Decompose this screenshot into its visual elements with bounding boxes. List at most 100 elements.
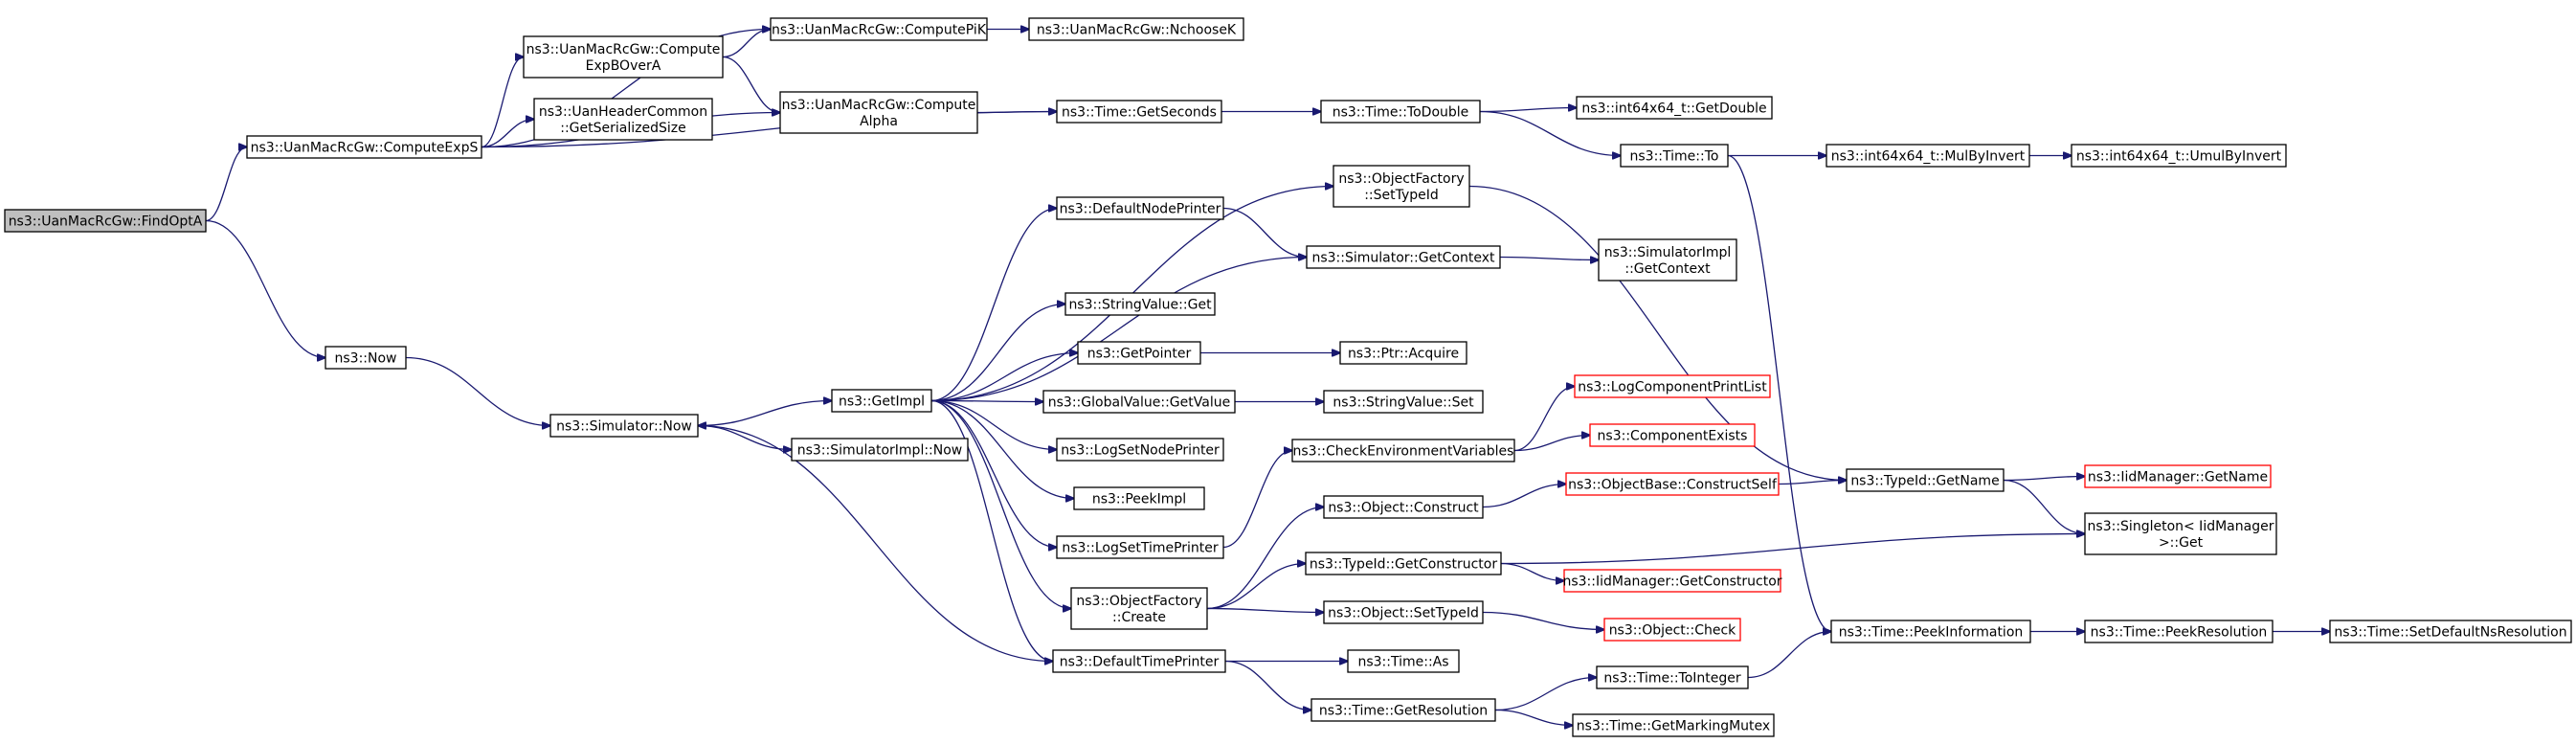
node-objectsettypeid[interactable]: ns3::Object::SetTypeId — [1323, 600, 1484, 624]
node-computepik[interactable]: ns3::UanMacRcGw::ComputePiK — [770, 17, 988, 41]
node-defaulttimeprinter[interactable]: ns3::DefaultTimePrinter — [1052, 649, 1226, 673]
node-timeto[interactable]: ns3::Time::To — [1620, 144, 1729, 168]
edge-computeexpbovera-to-computealpha — [722, 56, 780, 113]
node-computeexps[interactable]: ns3::UanMacRcGw::ComputeExpS — [246, 135, 482, 159]
node-label: ns3::ObjectBase::ConstructSelf — [1568, 478, 1778, 493]
node-peekimpl[interactable]: ns3::PeekImpl — [1073, 486, 1205, 510]
node-box — [1305, 552, 1502, 575]
node-box — [1589, 423, 1756, 447]
node-mulbyinvert[interactable]: ns3::int64x64_t::MulByInvert — [1826, 144, 2030, 168]
node-label: ns3::LogSetNodePrinter — [1061, 443, 1220, 459]
edge-typeidgetname-to-iidmanagergetname — [2003, 477, 2085, 482]
node-globalvaluegetvalue[interactable]: ns3::GlobalValue::GetValue — [1042, 390, 1236, 414]
node-simnow[interactable]: ns3::Simulator::Now — [549, 414, 699, 438]
node-box — [1056, 535, 1224, 559]
node-box — [1565, 472, 1780, 496]
node-box — [523, 35, 724, 79]
node-todouble[interactable]: ns3::Time::ToDouble — [1320, 100, 1481, 124]
edge-getimpl-to-logsetnodeprinter — [930, 399, 1057, 450]
node-findopta[interactable]: ns3::UanMacRcGw::FindOptA — [4, 209, 207, 233]
node-logsettimeprinter[interactable]: ns3::LogSetTimePrinter — [1056, 535, 1224, 559]
edge-checkenv-to-logcomponentprintlist — [1513, 387, 1575, 452]
node-label: ns3::CheckEnvironmentVariables — [1293, 444, 1514, 460]
node-getcontext[interactable]: ns3::Simulator::GetContext — [1306, 245, 1501, 269]
node-box — [1576, 96, 1773, 120]
edge-getimpl-to-defaultnodeprinter — [930, 209, 1057, 402]
node-label: ns3::PeekImpl — [1092, 492, 1186, 507]
node-label: ns3::UanMacRcGw::NchooseK — [1037, 23, 1237, 38]
node-timegetresolution[interactable]: ns3::Time::GetResolution — [1310, 698, 1496, 722]
edge-computealpha-to-getseconds — [976, 112, 1057, 113]
node-label: ns3::Time::ToInteger — [1603, 671, 1741, 687]
node-label: ::GetSerializedSize — [560, 121, 685, 136]
node-label: ns3::DefaultTimePrinter — [1060, 655, 1220, 670]
node-objectconstruct[interactable]: ns3::Object::Construct — [1323, 495, 1484, 519]
node-box — [1347, 649, 1460, 673]
node-peekresolution[interactable]: ns3::Time::PeekResolution — [2084, 620, 2274, 643]
edge-findopta-to-now — [205, 219, 325, 358]
node-box — [2084, 512, 2277, 555]
node-box — [1830, 620, 2031, 643]
node-logsetnodeprinter[interactable]: ns3::LogSetNodePrinter — [1056, 438, 1224, 462]
node-label: ns3::GetImpl — [839, 395, 925, 410]
node-typeidgetconstructor[interactable]: ns3::TypeId::GetConstructor — [1305, 552, 1502, 575]
edge-timegetresolution-to-getmarkingmutex — [1494, 709, 1573, 726]
node-checkenv[interactable]: ns3::CheckEnvironmentVariables — [1291, 439, 1515, 462]
node-label: ns3::SimulatorImpl::Now — [797, 443, 963, 459]
edge-todouble-to-getdouble — [1479, 108, 1577, 113]
node-label: ns3::Time::As — [1357, 655, 1448, 670]
node-getserializedsize[interactable]: ns3::UanHeaderCommon::GetSerializedSize — [533, 98, 713, 141]
edge-getimpl-to-defaulttimeprinter — [930, 399, 1053, 662]
node-label: ::GetContext — [1624, 261, 1711, 277]
node-componentexists[interactable]: ns3::ComponentExists — [1589, 423, 1756, 447]
edge-simnow-to-getimpl — [697, 401, 832, 427]
node-label: ::SetTypeId — [1364, 188, 1439, 203]
node-objectcheck[interactable]: ns3::Object::Check — [1603, 618, 1741, 642]
node-umulbyinvert[interactable]: ns3::int64x64_t::UmulByInvert — [2071, 144, 2287, 168]
edge-timegetresolution-to-timetointeger — [1494, 678, 1597, 711]
node-getpointer[interactable]: ns3::GetPointer — [1077, 341, 1201, 365]
node-setdefaultnsresolution[interactable]: ns3::Time::SetDefaultNsResolution — [2329, 620, 2572, 643]
node-defaultnodeprinter[interactable]: ns3::DefaultNodePrinter — [1056, 196, 1224, 220]
node-box — [1291, 439, 1515, 462]
node-constructself[interactable]: ns3::ObjectBase::ConstructSelf — [1565, 472, 1780, 496]
edge-computeexps-to-computeexpbovera — [481, 57, 524, 148]
node-timetointeger[interactable]: ns3::Time::ToInteger — [1596, 665, 1749, 689]
node-box — [2084, 620, 2274, 643]
node-getdouble[interactable]: ns3::int64x64_t::GetDouble — [1576, 96, 1773, 120]
node-objectfactorycreate[interactable]: ns3::ObjectFactory::Create — [1070, 587, 1208, 630]
edge-defaultnodeprinter-to-getcontext — [1222, 207, 1307, 258]
node-settypeid[interactable]: ns3::ObjectFactory::SetTypeId — [1333, 165, 1470, 208]
node-box — [2071, 144, 2287, 168]
node-iidmanagergetname[interactable]: ns3::IidManager::GetName — [2084, 464, 2272, 488]
edge-getimpl-to-globalvaluegetvalue — [930, 401, 1043, 402]
edge-computeexpbovera-to-computepik — [722, 30, 771, 58]
node-getseconds[interactable]: ns3::Time::GetSeconds — [1056, 100, 1222, 124]
node-peekinformation[interactable]: ns3::Time::PeekInformation — [1830, 620, 2031, 643]
node-box — [1073, 486, 1205, 510]
node-getmarkingmutex[interactable]: ns3::Time::GetMarkingMutex — [1572, 713, 1775, 737]
node-box — [1064, 292, 1216, 316]
edge-objectfactorycreate-to-objectconstruct — [1206, 507, 1324, 610]
node-nchoosek[interactable]: ns3::UanMacRcGw::NchooseK — [1028, 17, 1244, 41]
node-iidmanagergetconstructor[interactable]: ns3::IidManager::GetConstructor — [1562, 569, 1782, 593]
node-stringvalueset[interactable]: ns3::StringValue::Set — [1323, 390, 1484, 414]
node-logcomponentprintlist[interactable]: ns3::LogComponentPrintList — [1574, 374, 1771, 398]
node-singletonget[interactable]: ns3::Singleton< IidManager >::Get — [2084, 512, 2277, 555]
node-box — [1070, 587, 1208, 630]
edge-typeidgetconstructor-to-singletonget — [1500, 534, 2085, 565]
node-label: ns3::int64x64_t::UmulByInvert — [2076, 149, 2282, 165]
node-timeas[interactable]: ns3::Time::As — [1347, 649, 1460, 673]
node-simimplnow[interactable]: ns3::SimulatorImpl::Now — [791, 438, 969, 462]
node-simimplgetcontext[interactable]: ns3::SimulatorImpl::GetContext — [1598, 238, 1737, 282]
node-getimpl[interactable]: ns3::GetImpl — [831, 389, 932, 413]
edge-timetointeger-to-peekinformation — [1747, 632, 1831, 679]
node-now[interactable]: ns3::Now — [325, 346, 407, 370]
node-ptracquire[interactable]: ns3::Ptr::Acquire — [1339, 341, 1467, 365]
node-stringvalueget[interactable]: ns3::StringValue::Get — [1064, 292, 1216, 316]
node-box — [779, 91, 978, 134]
node-typeidgetname[interactable]: ns3::TypeId::GetName — [1846, 468, 2005, 492]
node-label: ns3::TypeId::GetConstructor — [1310, 557, 1497, 573]
